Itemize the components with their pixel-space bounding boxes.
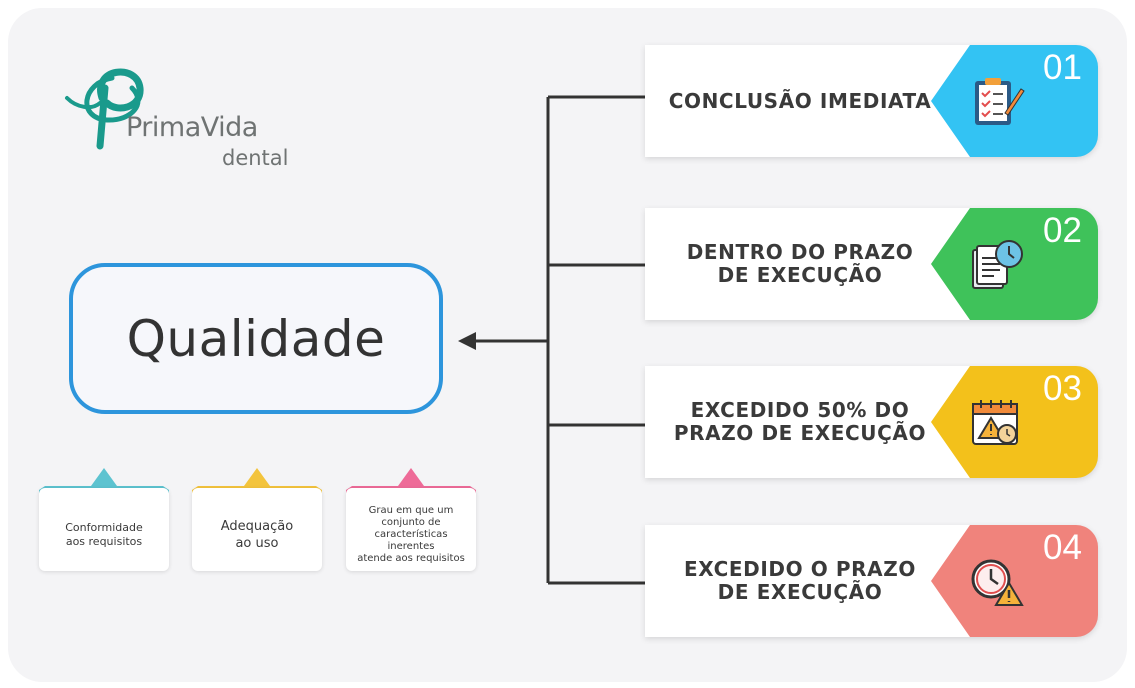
tab-body	[39, 488, 169, 571]
clock-warning-icon	[967, 553, 1025, 611]
tab-text-line: Grau em que um	[368, 505, 454, 516]
tab-body	[346, 488, 476, 571]
card-number: 02	[1043, 211, 1082, 250]
logo-subtitle: dental	[222, 146, 289, 170]
tab-text-line: características	[374, 529, 448, 540]
qualidade-label: Qualidade	[126, 309, 386, 368]
tab-text-line: atende aos requisitos	[357, 553, 465, 564]
tab-text-line: Conformidade	[65, 521, 143, 534]
card-label-line: EXCEDIDO 50% DO	[690, 398, 910, 422]
card-label-line: EXCEDIDO O PRAZO	[684, 557, 916, 581]
card-label-line: DE EXECUÇÃO	[717, 580, 883, 604]
card-label-line: DENTRO DO PRAZO	[686, 240, 914, 264]
definition-tab-2: Adequação ao uso	[192, 466, 322, 571]
card-label-panel	[645, 525, 970, 637]
logo-name: PrimaVida	[126, 112, 258, 143]
card-label-line: DE EXECUÇÃO	[717, 263, 883, 287]
document-clock-icon	[967, 236, 1025, 294]
qualidade-box: Qualidade	[69, 263, 443, 414]
arrow-head-icon	[458, 332, 476, 350]
card-number: 03	[1043, 369, 1082, 408]
card-label-panel	[645, 208, 970, 320]
clipboard-checklist-icon	[967, 73, 1025, 131]
tab-text-line: ao uso	[235, 536, 279, 551]
card-label-line: PRAZO DE EXECUÇÃO	[673, 421, 927, 445]
tab-text-line: aos requisitos	[65, 535, 143, 548]
card-label-panel	[645, 366, 970, 478]
tab-text-line: Adequação	[220, 519, 294, 534]
primavida-logo-mark	[65, 68, 144, 150]
card-number: 01	[1043, 48, 1082, 87]
status-card-01: CONCLUSÃO IMEDIATA 01	[645, 45, 1098, 159]
tab-text: Adequação ao uso	[194, 502, 320, 568]
calendar-warning-icon	[967, 394, 1025, 452]
card-number: 04	[1043, 528, 1082, 567]
tab-text-line: conjunto de	[381, 517, 441, 528]
card-label-line: CONCLUSÃO IMEDIATA	[668, 88, 932, 113]
tab-text-line: inerentes	[387, 541, 435, 552]
card-label-panel	[645, 45, 970, 157]
tab-body	[192, 488, 322, 571]
card-label: CONCLUSÃO IMEDIATA	[645, 45, 955, 157]
